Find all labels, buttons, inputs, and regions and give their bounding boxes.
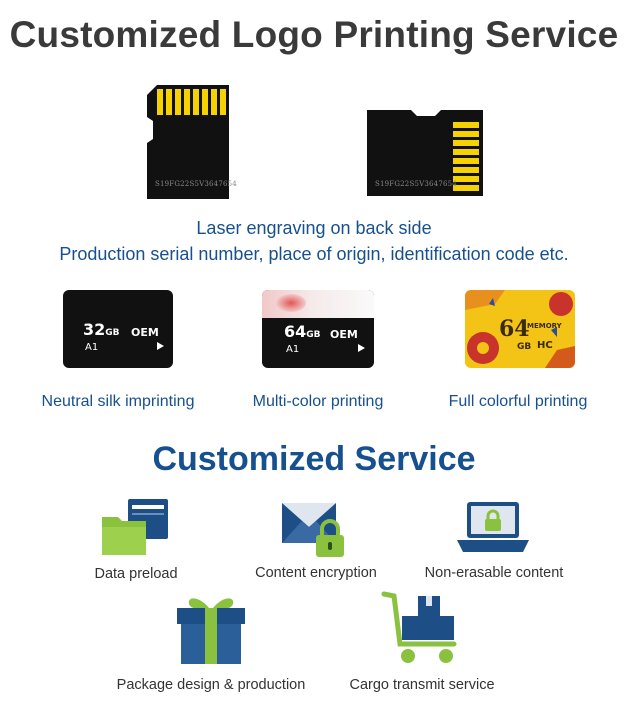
page-title: Customized Logo Printing Service	[9, 14, 619, 55]
laser-engraving-line: Laser engraving on back side	[196, 218, 432, 238]
service-label-cargo-transmit: Cargo transmit service	[349, 677, 495, 693]
card-unit: GB	[517, 342, 532, 352]
microsd-back-card-horizontal: S19FG22S5V3647654	[365, 108, 485, 198]
gold-contacts	[157, 89, 227, 117]
microsd-back-card-vertical: S19FG22S5V3647654	[145, 83, 237, 201]
card-class: A1	[286, 344, 300, 355]
card-brand: MEMORY	[527, 322, 562, 330]
laser-details-line: Production serial number, place of origi…	[59, 244, 569, 264]
gift-box-icon	[173, 594, 249, 666]
card-capacity: 32GB	[83, 320, 120, 339]
card-capacity: 64	[499, 316, 530, 342]
section-title: Customized Service	[152, 440, 476, 478]
card-brand: OEM	[330, 328, 358, 341]
folder-icon	[100, 497, 172, 559]
serial-number: S19FG22S5V3647654	[375, 180, 457, 188]
caption-neutral-silk: Neutral silk imprinting	[41, 393, 195, 410]
card-brand: OEM	[131, 326, 159, 339]
service-label-data-preload: Data preload	[94, 566, 178, 582]
card-neutral-silk: 32GB OEM A1	[63, 290, 173, 368]
play-triangle-icon	[157, 342, 164, 350]
card-capacity: 64GB	[284, 322, 321, 341]
card-full-colorful: 64 MEMORY GB HC	[465, 290, 575, 368]
caption-multi-color: Multi-color printing	[252, 393, 384, 410]
card-class: A1	[85, 342, 99, 353]
gold-contacts	[453, 122, 481, 194]
card-class: HC	[537, 340, 553, 351]
cart-icon	[378, 590, 462, 668]
play-triangle-icon	[358, 344, 365, 352]
caption-full-colorful: Full colorful printing	[448, 393, 588, 410]
service-label-package-design: Package design & production	[116, 677, 306, 693]
service-label-content-encryption: Content encryption	[255, 565, 377, 581]
serial-number: S19FG22S5V3647654	[155, 180, 237, 188]
envelope-lock-icon	[280, 499, 352, 561]
service-label-non-erasable: Non-erasable content	[424, 565, 564, 581]
card-multi-color: 64GB OEM A1	[262, 290, 374, 368]
laptop-lock-icon	[455, 500, 531, 558]
